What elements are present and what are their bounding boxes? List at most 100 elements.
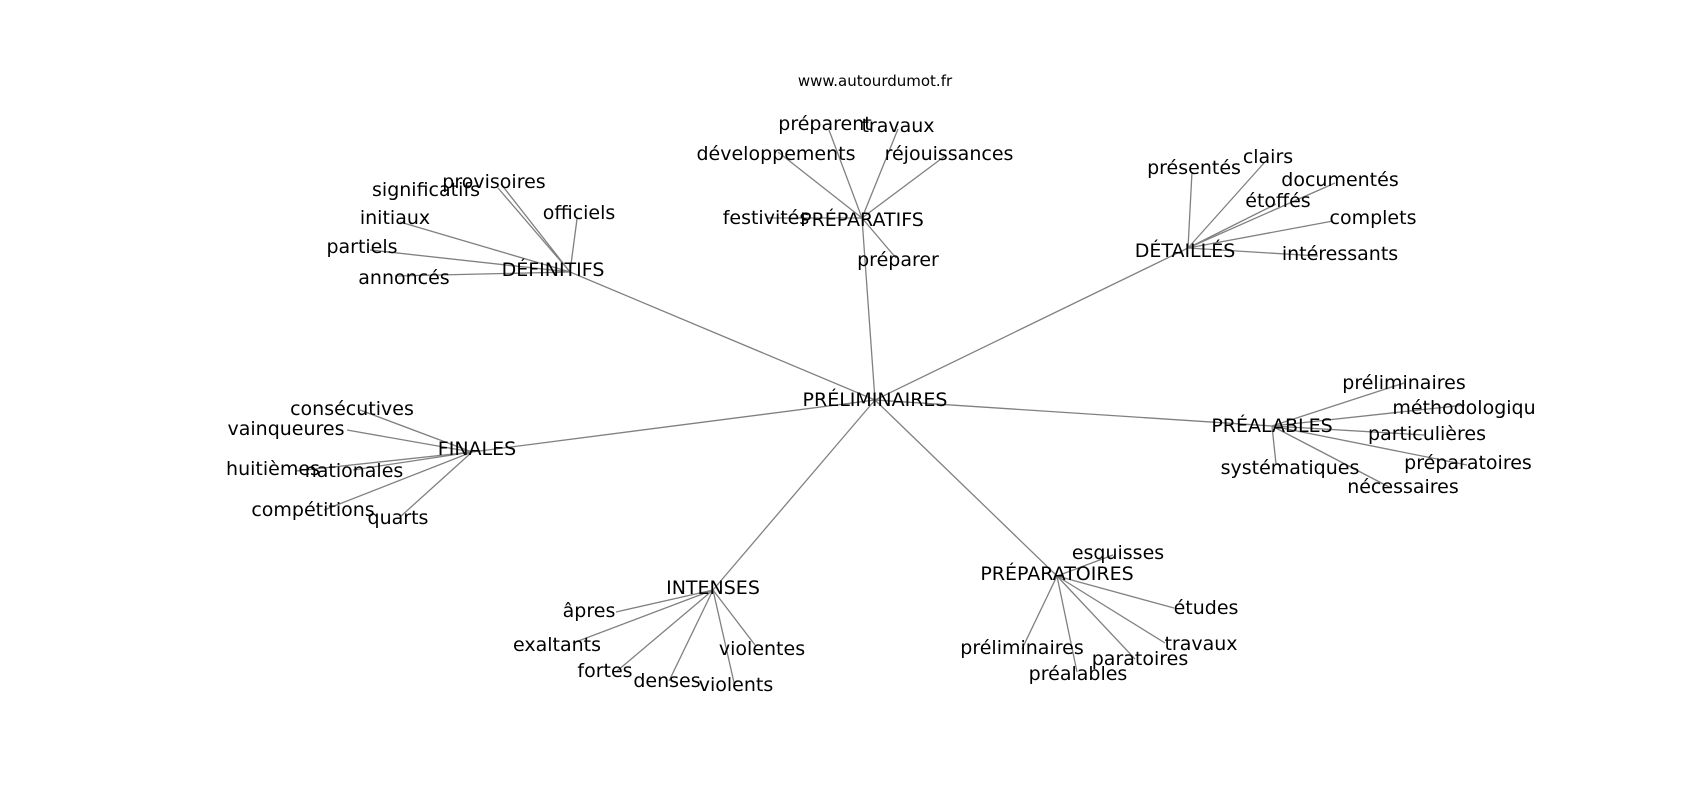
edge-preparatoires-paratoires: [1056, 575, 1136, 660]
leaf-node-finales-competitions[interactable]: compétitions: [251, 499, 374, 521]
leaf-node-definitifs-officiels[interactable]: officiels: [543, 202, 616, 224]
edge-intenses-exaltants: [572, 589, 714, 644]
edge-preparatoires-prealables: [1056, 575, 1078, 673]
leaf-node-intenses-violentes[interactable]: violentes: [719, 638, 805, 660]
leaf-node-prealables-preliminaires[interactable]: préliminaires: [1342, 372, 1465, 394]
edge-finales-competitions: [323, 451, 473, 511]
edge-intenses-apres: [615, 589, 714, 613]
leaf-node-detailles-documentes[interactable]: documentés: [1281, 169, 1398, 191]
edge-detailles-interessants: [1187, 247, 1319, 257]
edge-center-finales: [471, 399, 876, 453]
leaf-node-detailles-complets[interactable]: complets: [1330, 207, 1417, 229]
leaf-node-preparatoires-prealables[interactable]: préalables: [1029, 663, 1128, 685]
leaf-node-detailles-presentes[interactable]: présentés: [1147, 157, 1241, 179]
edge-definitifs-provisoires: [500, 183, 571, 273]
edge-prealables-particulieres: [1271, 425, 1425, 436]
edge-finales-huitiemes: [295, 451, 473, 472]
leaf-node-intenses-exaltants[interactable]: exaltants: [513, 634, 601, 656]
edge-intenses-violentes: [712, 589, 756, 646]
leaf-node-definitifs-initiaux[interactable]: initiaux: [360, 207, 430, 229]
leaf-node-preparatifs-developpements[interactable]: développements: [697, 143, 856, 165]
leaf-node-prealables-particulieres[interactable]: particulières: [1368, 423, 1486, 445]
leaf-node-prealables-preparatoires[interactable]: préparatoires: [1404, 452, 1532, 474]
leaf-node-preparatifs-travaux[interactable]: travaux: [861, 115, 934, 137]
edge-detailles-presentes: [1187, 171, 1193, 249]
leaf-node-intenses-violents[interactable]: violents: [699, 674, 774, 696]
hub-node-definitifs[interactable]: DÉFINITIFS: [502, 258, 605, 281]
edge-prealables-systematiques: [1271, 425, 1277, 465]
edge-detailles-clairs: [1187, 162, 1265, 249]
leaf-node-preparatifs-rejouissances[interactable]: réjouissances: [885, 143, 1014, 165]
source-website-label: www.autourdumot.fr: [797, 72, 953, 90]
leaf-node-finales-consecutives[interactable]: consécutives: [290, 398, 414, 420]
leaf-node-preparatoires-preliminaires[interactable]: préliminaires: [960, 637, 1083, 659]
edge-intenses-denses: [668, 589, 714, 682]
graph-edges: [295, 128, 1468, 688]
leaf-node-intenses-apres[interactable]: âpres: [563, 600, 616, 622]
leaf-node-finales-quarts[interactable]: quarts: [368, 507, 429, 529]
hub-node-finales[interactable]: FINALES: [438, 438, 516, 460]
hub-node-detailles[interactable]: DÉTAILLÉS: [1135, 239, 1236, 262]
edge-definitifs-partiels: [369, 249, 571, 273]
leaf-node-definitifs-annonces[interactable]: annoncés: [358, 267, 449, 289]
leaf-node-definitifs-partiels[interactable]: partiels: [326, 236, 397, 258]
edge-prealables-preparatoires: [1271, 425, 1468, 466]
leaf-node-prealables-necessaires[interactable]: nécessaires: [1347, 476, 1459, 498]
edge-center-intenses: [712, 399, 876, 591]
edge-center-prealables: [874, 399, 1273, 427]
edge-preparatifs-travaux: [861, 128, 899, 219]
edge-finales-quarts: [399, 451, 473, 518]
leaf-node-preparatoires-etudes[interactable]: études: [1174, 597, 1239, 619]
edge-preparatoires-travaux: [1056, 575, 1166, 644]
leaf-node-preparatifs-preparent[interactable]: préparent: [778, 113, 871, 135]
edge-prealables-methodologiqu: [1271, 404, 1466, 427]
hub-node-intenses[interactable]: INTENSES: [666, 577, 760, 599]
edge-preparatifs-rejouissances: [861, 155, 946, 219]
graph-labels: PRÉLIMINAIRES DÉFINITIFS significatifsprov…: [226, 113, 1536, 696]
edge-center-preparatifs: [861, 217, 876, 401]
edge-detailles-documentes: [1187, 182, 1336, 249]
leaf-node-detailles-interessants[interactable]: intéressants: [1282, 243, 1398, 265]
edge-preparatoires-etudes: [1056, 575, 1175, 609]
edge-finales-consecutives: [359, 409, 473, 453]
leaf-node-preparatoires-travaux[interactable]: travaux: [1164, 633, 1237, 655]
edge-preparatifs-developpements: [777, 151, 863, 219]
leaf-node-detailles-clairs[interactable]: clairs: [1243, 146, 1293, 168]
leaf-node-prealables-methodologiqu[interactable]: méthodologiqu: [1392, 397, 1535, 419]
edge-definitifs-initiaux: [399, 221, 571, 273]
leaf-node-preparatoires-esquisses[interactable]: esquisses: [1072, 542, 1164, 564]
edge-definitifs-officiels: [569, 218, 578, 273]
leaf-node-preparatifs-preparer[interactable]: préparer: [857, 249, 939, 271]
leaf-node-preparatifs-festivites[interactable]: festivités: [723, 207, 810, 229]
hub-node-preparatoires[interactable]: PRÉPARATOIRES: [980, 562, 1133, 585]
edge-center-preparatoires: [874, 399, 1058, 577]
leaf-node-detailles-etoffes[interactable]: étoffés: [1245, 190, 1310, 212]
edge-center-detailles: [874, 247, 1189, 401]
leaf-node-finales-vainqueures[interactable]: vainqueures: [227, 418, 344, 440]
hub-node-preparatifs[interactable]: PRÉPARATIFS: [800, 208, 924, 231]
edge-intenses-violents: [712, 589, 736, 688]
leaf-node-prealables-systematiques[interactable]: systématiques: [1221, 457, 1360, 479]
edge-preparatoires-esquisses: [1056, 554, 1114, 577]
hub-node-prealables[interactable]: PRÉALABLES: [1211, 414, 1332, 437]
center-word-node[interactable]: PRÉLIMINAIRES: [803, 388, 948, 411]
edge-prealables-preliminaires: [1271, 382, 1405, 427]
edge-center-definitifs: [569, 271, 876, 401]
edge-definitifs-significatifs: [497, 187, 571, 273]
leaf-node-intenses-fortes[interactable]: fortes: [577, 660, 632, 682]
leaf-node-finales-nationales[interactable]: nationales: [305, 460, 404, 482]
edge-intenses-fortes: [616, 589, 714, 672]
leaf-node-preparatoires-paratoires[interactable]: paratoires: [1092, 648, 1189, 670]
edge-detailles-complets: [1187, 220, 1334, 249]
leaf-node-intenses-denses[interactable]: denses: [633, 670, 700, 692]
edge-preparatoires-preliminaires: [1021, 575, 1058, 650]
leaf-node-definitifs-significatifs[interactable]: significatifs: [372, 179, 480, 201]
edge-prealables-necessaires: [1271, 425, 1392, 489]
leaf-node-definitifs-provisoires[interactable]: provisoires: [442, 171, 545, 193]
leaf-node-finales-huitiemes[interactable]: huitièmes: [226, 458, 320, 480]
edge-preparatifs-preparent: [828, 129, 863, 219]
edge-definitifs-annonces: [394, 271, 571, 277]
edge-finales-nationales: [352, 451, 473, 471]
edge-preparatifs-preparer: [861, 217, 897, 259]
